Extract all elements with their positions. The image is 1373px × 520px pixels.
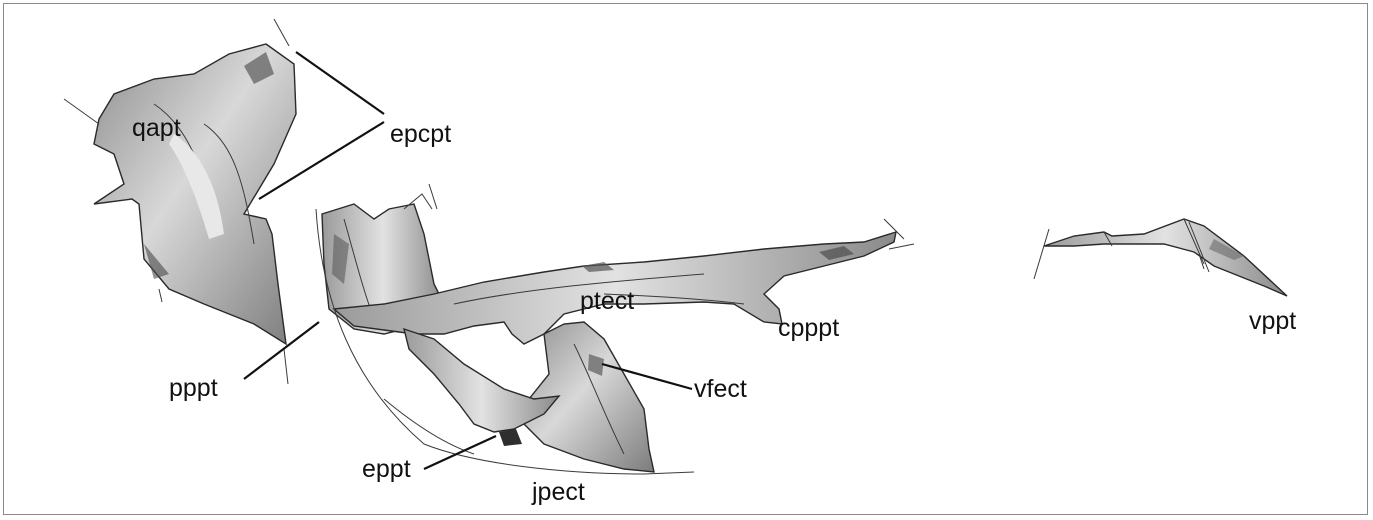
label-epcpt: epcpt (390, 122, 451, 147)
label-jpect: jpect (532, 480, 585, 505)
diagram-canvas (4, 4, 1369, 516)
label-ptect: ptect (580, 289, 634, 314)
quadrate-process-shape (64, 19, 296, 384)
ectopterygoid-process-shape (384, 329, 559, 454)
label-pppt: pppt (169, 376, 218, 401)
leader-eppt (424, 436, 496, 469)
label-vppt: vppt (1249, 309, 1296, 334)
label-vfect: vfect (694, 377, 747, 402)
label-qapt: qapt (132, 116, 181, 141)
figure-frame: qapt epcpt ptect cpppt pppt vfect eppt j… (3, 3, 1368, 515)
ventral-process-shape (1034, 219, 1287, 296)
label-cpppt: cpppt (778, 316, 839, 341)
leader-epcpt-upper (296, 52, 384, 114)
label-eppt: eppt (362, 457, 411, 482)
